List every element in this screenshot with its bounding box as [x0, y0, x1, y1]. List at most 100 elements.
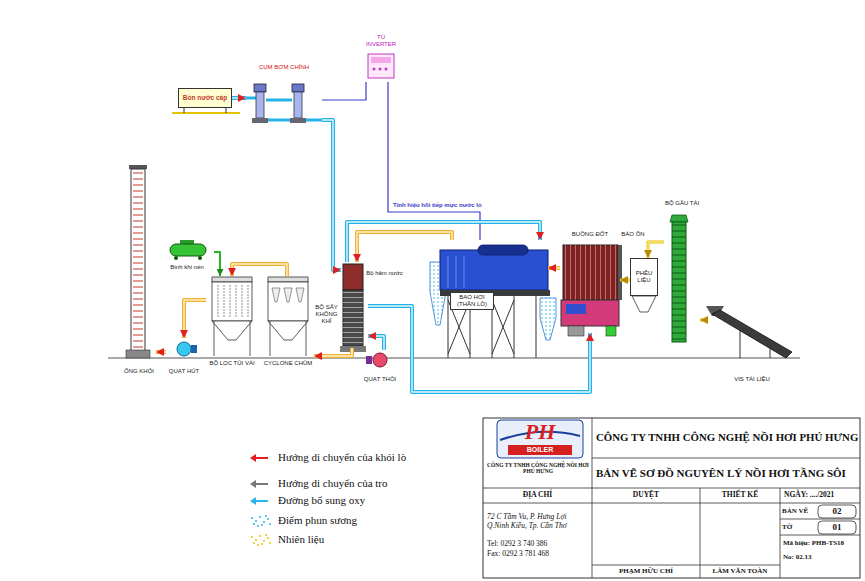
connector-core	[184, 300, 206, 338]
equipment-label: BUỒNG ĐỐT	[560, 231, 620, 238]
title-block-cell: LÂM VĂN TOÀN	[700, 567, 780, 575]
bag-filter-figure	[214, 321, 250, 356]
screw-conveyor-figure	[706, 306, 792, 358]
legend-dot	[251, 517, 253, 519]
flue-connector	[314, 348, 352, 356]
connector-line	[322, 120, 341, 270]
inverter-cabinet: TỦ INVERTER	[358, 34, 404, 82]
insulation-label: BẢO ÔN	[620, 231, 646, 238]
cyan-connector	[322, 120, 341, 270]
title-block-cell: ĐỊA CHỈ	[483, 491, 592, 500]
equipment-label: BỘ SẤY KHÔNG KHÍ	[312, 304, 341, 325]
steam-drum-figure	[440, 250, 548, 290]
furnace-figure	[561, 245, 622, 336]
furnace-figure	[566, 304, 586, 314]
legend-arrow-head	[250, 454, 256, 462]
legend-dot	[267, 537, 269, 539]
hopper-figure	[632, 296, 656, 312]
pump-figures	[292, 84, 304, 92]
cyan-connector	[368, 306, 590, 392]
title-block-grid	[483, 418, 860, 578]
compressor-figure	[170, 240, 206, 260]
connector-line	[184, 300, 206, 338]
multi-cyclone-figure	[268, 277, 308, 282]
flue-connector	[548, 268, 560, 269]
steam-drum-figure	[478, 245, 528, 255]
connector-line	[214, 252, 220, 276]
multi-cyclone-figure	[272, 288, 304, 302]
chimney-figure	[126, 165, 150, 358]
connector-line	[357, 232, 452, 262]
inverter-cabinet-figure	[368, 54, 394, 78]
feed-tank-stand	[172, 108, 240, 113]
connector-core	[357, 232, 452, 262]
air-preheater: BỘ SẤY KHÔNG KHÍ	[312, 296, 368, 348]
forced-draft-fan: QUẠT THỔI	[358, 350, 402, 386]
feed-tank-stand	[172, 112, 240, 114]
equipment-label: Bồn nước cấp	[183, 94, 227, 101]
pump-figures	[246, 84, 322, 123]
pump-figures	[252, 118, 268, 123]
forced-fan-figure	[366, 356, 372, 364]
inverter-cabinet-figure	[379, 68, 382, 71]
legend-dot	[263, 540, 265, 542]
legend-dot	[257, 525, 259, 527]
inverter-cabinet-figure	[368, 54, 394, 78]
legend-dot	[269, 523, 271, 525]
connector-core	[347, 222, 540, 262]
screw-conveyor-figure	[712, 310, 792, 358]
bag-filter: BỘ LỌC TÚI VẢI	[206, 276, 258, 372]
title-block-cell: Mã hiệu: PHB-TS18	[783, 539, 859, 547]
bag-filter-figure	[212, 277, 252, 356]
connector-core	[322, 120, 341, 270]
title-block-cell: Fax: 0292 3 781 468	[487, 550, 589, 559]
compressor-figure	[174, 256, 178, 260]
pump-figures	[254, 84, 266, 92]
connector-line	[548, 266, 560, 270]
legend-dot	[255, 520, 257, 522]
forced-fan-figure	[373, 353, 387, 367]
screw-conveyor: VIS TẢI LIỆU	[708, 300, 796, 388]
flue-connector	[232, 264, 287, 276]
equipment-label: BỘ GẦU TẢI	[664, 200, 700, 207]
legend-text: Hướng di chuyển của tro	[278, 477, 478, 490]
ground-line	[108, 358, 800, 359]
equipment-label: QUẠT HÚT	[166, 368, 202, 375]
connector-core	[232, 264, 287, 276]
equipment-label: CỤM BƠM CHÍNH	[246, 64, 322, 71]
title-block-grid	[818, 521, 856, 534]
flue-connector	[156, 352, 166, 353]
connector-core	[548, 267, 560, 268]
connector-core	[700, 320, 708, 321]
cyan-connector	[368, 336, 384, 350]
furnace-figure	[606, 326, 616, 336]
fuel-connector	[700, 320, 708, 321]
connector-line	[314, 348, 352, 356]
legend-dot	[265, 534, 267, 536]
ground-line	[108, 358, 800, 359]
inverter-cabinet-figure	[385, 68, 388, 71]
legend-dot	[265, 515, 267, 517]
multi-cyclone-figure	[268, 277, 308, 356]
connector-line	[700, 319, 708, 322]
pump-figures	[290, 118, 306, 123]
equipment-label: BỘ LỌC TÚI VẢI	[206, 360, 258, 367]
compressor-figure	[198, 256, 202, 260]
legend-sample	[250, 497, 268, 505]
equipment-label: Bộ hâm nước	[366, 270, 403, 277]
furnace-figure	[561, 300, 619, 326]
pump-figures	[256, 92, 264, 118]
legend-dot	[251, 536, 253, 538]
chimney-figure	[129, 165, 147, 169]
connector-core	[368, 336, 384, 350]
furnace-figure	[568, 326, 584, 336]
furnace-figure	[563, 245, 618, 300]
connector-core	[648, 242, 664, 258]
title-block-cell: Tel: 0292 3 740 386	[487, 540, 589, 549]
economizer-airheater-tower	[343, 290, 363, 346]
green-connector	[214, 252, 220, 276]
economizer: Bộ hâm nước	[341, 262, 403, 292]
cyan-connector	[232, 98, 246, 99]
legend-sample	[250, 454, 268, 462]
legend-dot	[267, 518, 269, 520]
